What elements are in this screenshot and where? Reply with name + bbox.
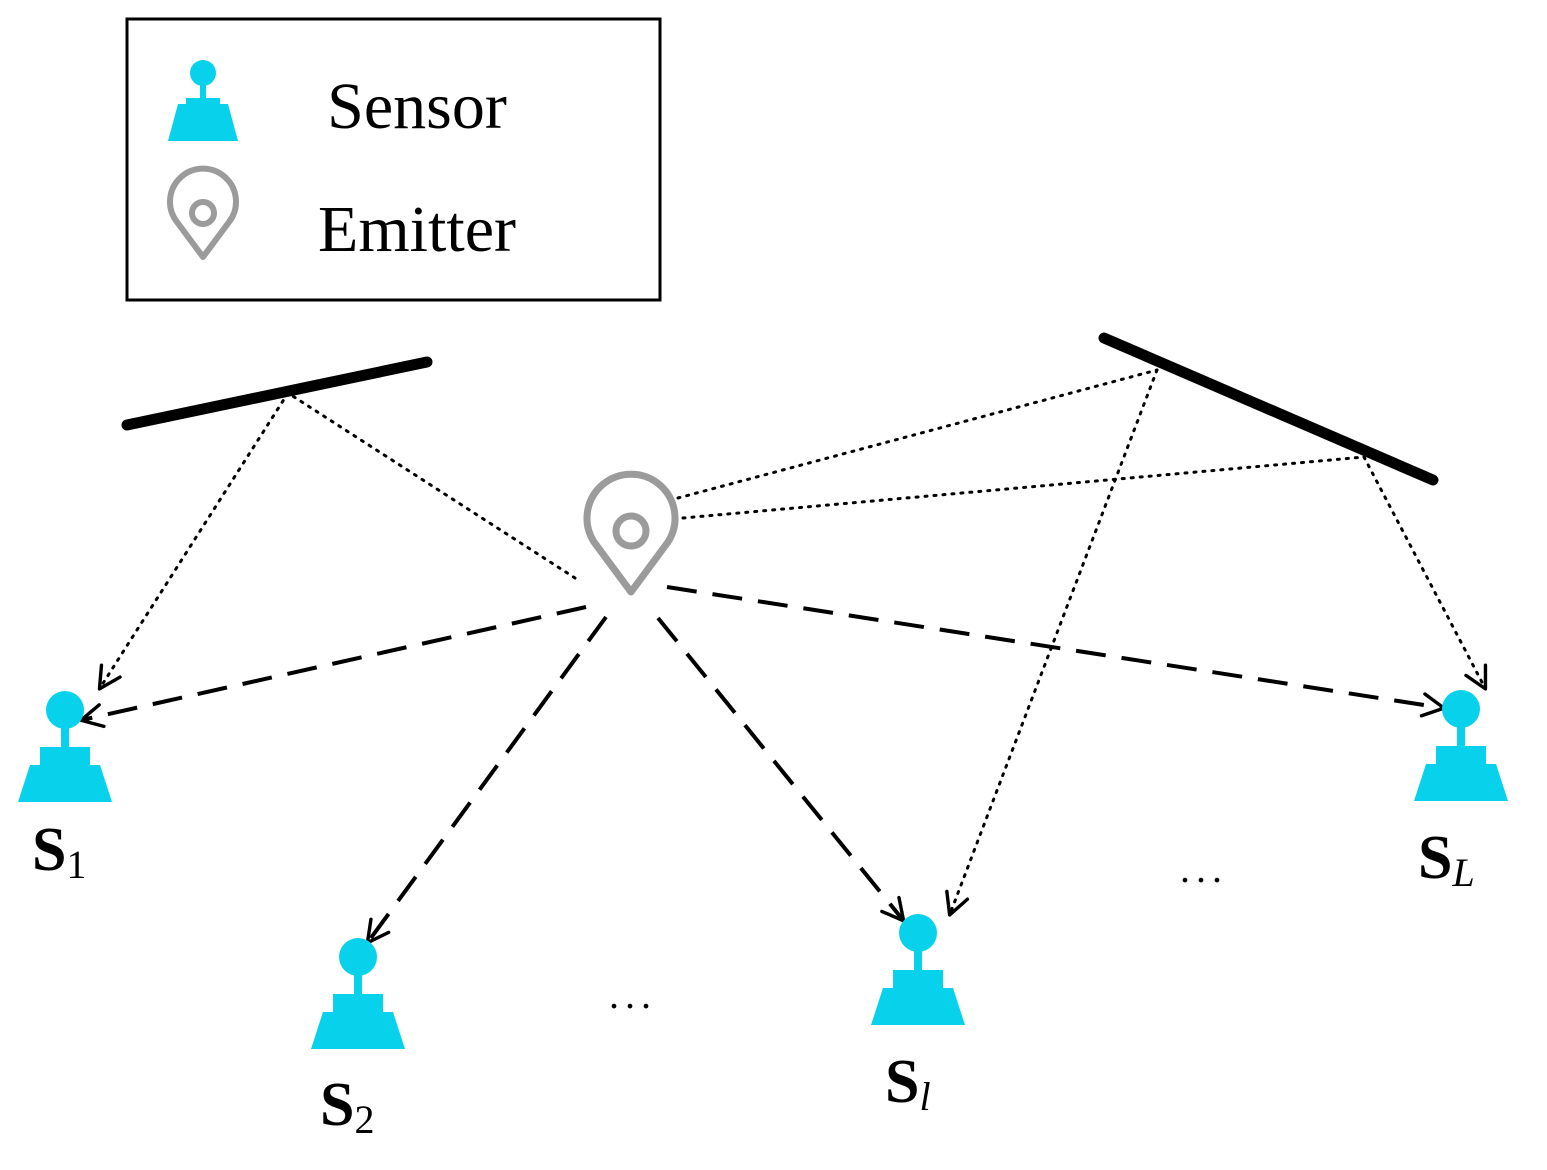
reflector-left [121, 356, 433, 431]
reflected-path-right1-out [945, 368, 1159, 917]
legend-emitter-label: Emitter [318, 193, 516, 266]
reflected-path-right2-out [1362, 455, 1488, 691]
direct-path-s2 [365, 615, 608, 945]
sensor-icon-sL [1414, 690, 1508, 801]
reflected-path-right2-in [681, 455, 1366, 520]
sensor-icon-s2 [311, 938, 405, 1049]
sensor-label-s1: S1 [32, 816, 86, 887]
direct-path-sL [666, 585, 1446, 718]
ellipsis-right: ... [1180, 846, 1228, 891]
reflected-paths [97, 368, 1488, 917]
reflected-path-left-out [97, 391, 290, 691]
reflected-path-left-in [286, 391, 577, 580]
legend: Sensor Emitter [125, 17, 662, 302]
legend-sensor-label: Sensor [327, 70, 507, 143]
ellipsis-bottom: ... [609, 972, 657, 1017]
direct-paths [79, 585, 1446, 945]
reflector-right [1098, 332, 1439, 486]
legend-frame [125, 17, 662, 302]
legend-sensor-icon [168, 60, 238, 141]
direct-path-s1 [79, 605, 587, 729]
emitter-icon [583, 470, 679, 596]
sensor-label-sL: SL [1418, 824, 1475, 895]
sensor-icon-s1 [18, 691, 112, 802]
sensor-icon-sl [871, 914, 965, 1025]
legend-emitter-icon [167, 165, 239, 260]
direct-path-sl [656, 616, 906, 923]
reflected-path-right1-in [676, 368, 1159, 500]
sensor-label-s2: S2 [320, 1071, 374, 1142]
sensor-label-sl: Sl [885, 1048, 931, 1119]
